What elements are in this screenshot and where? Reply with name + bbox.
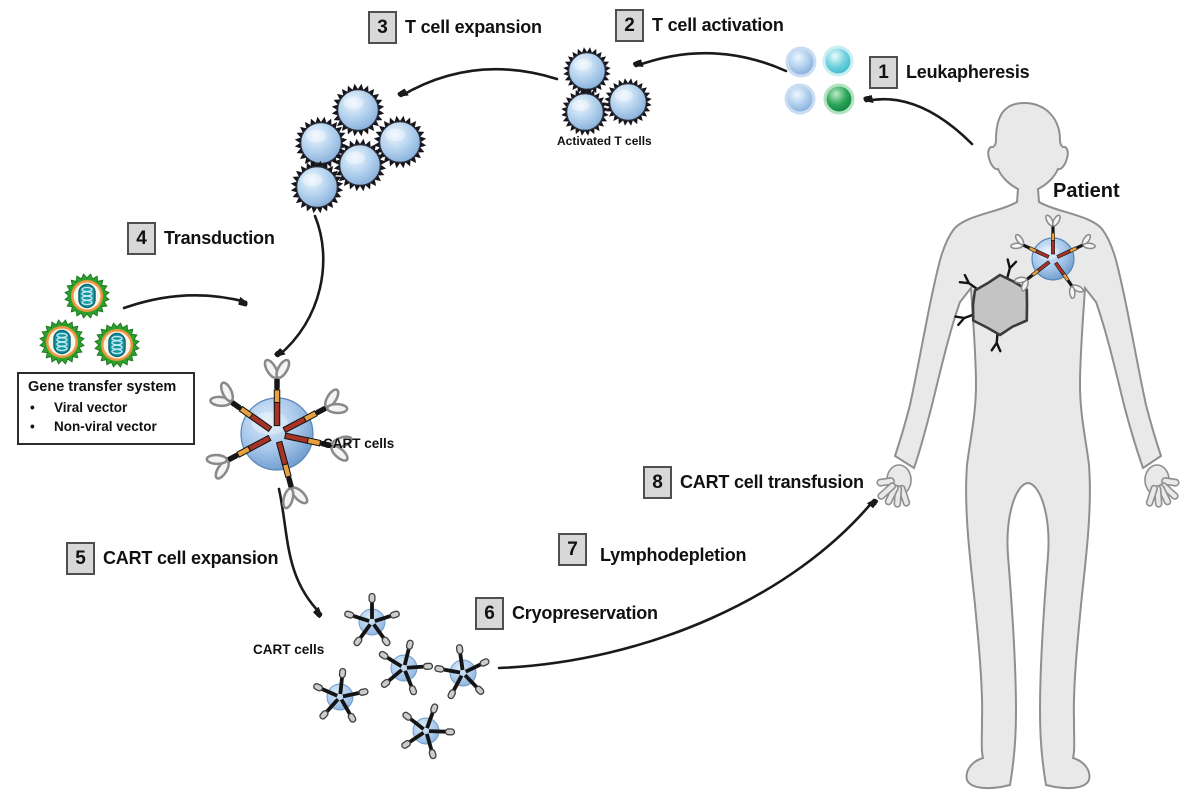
- activated-t-cell-icon: [563, 47, 611, 95]
- expanded-cart-cells-group: [313, 592, 490, 760]
- patient-silhouette-icon: [876, 101, 1180, 790]
- step-number-box: 7: [558, 533, 587, 566]
- step-label: Cryopreservation: [512, 603, 658, 623]
- gene-transfer-system-box: Gene transfer system • Viral vector • No…: [17, 372, 195, 445]
- car-receptor-icon: [1045, 214, 1061, 255]
- car-receptor-icon: [284, 432, 353, 462]
- step-number-box: 6: [475, 597, 504, 630]
- activated-t-cell-icon: [373, 115, 427, 169]
- leukapheresis-cells: [784, 45, 855, 115]
- cart-cell-small-icon: [434, 644, 490, 700]
- patient-hand: [1144, 464, 1180, 508]
- cart-cell-small-icon: [378, 639, 434, 696]
- activated-t-cell-icon: [561, 88, 609, 136]
- arrow-t-cell-activation: [636, 51, 788, 73]
- arrow-cart-expansion: [277, 487, 321, 614]
- activated-t-cells-label: Activated T cells: [557, 134, 652, 148]
- tumor-cell-icon: [954, 258, 1029, 353]
- patient-hand: [876, 464, 912, 508]
- cart-cell-small-icon: [313, 667, 369, 723]
- car-receptor-icon: [1010, 233, 1050, 259]
- bullet-icon: •: [30, 400, 35, 415]
- arrow-transduction-down: [278, 214, 325, 356]
- car-receptor-icon: [1014, 260, 1051, 292]
- step-label: T cell expansion: [405, 17, 542, 37]
- step-number-box: 4: [127, 222, 156, 255]
- activated-t-cell-icon: [604, 78, 652, 126]
- cart-cell-small-icon: [344, 592, 400, 647]
- activated-t-cell-icon: [294, 116, 348, 170]
- expanded-t-cells-group: [290, 83, 427, 214]
- gene-transfer-item-nonviral: • Non-viral vector: [30, 419, 157, 434]
- gene-transfer-title: Gene transfer system: [28, 379, 177, 395]
- step-label: CART cell transfusion: [680, 472, 864, 492]
- cart-cells-label: CART cells: [323, 436, 395, 451]
- viral-vector-icon: [94, 322, 140, 368]
- step-number-box: 8: [643, 466, 672, 499]
- step-label: Lymphodepletion: [600, 545, 747, 565]
- blood-cell-icon: [823, 83, 855, 115]
- cart-cells-expanded-label: CART cells: [253, 642, 325, 657]
- step-t-cell-activation: 2 T cell activation: [615, 9, 784, 42]
- step-label: Transduction: [164, 228, 275, 248]
- car-receptor-icon: [275, 440, 309, 510]
- viral-vector-icon: [64, 273, 110, 319]
- step-transduction: 4 Transduction: [127, 222, 275, 255]
- car-receptor-icon: [282, 388, 349, 434]
- bullet-icon: •: [30, 419, 35, 434]
- step-number-box: 2: [615, 9, 644, 42]
- arrow-gene-transfer: [122, 293, 246, 310]
- step-number-box: 5: [66, 542, 95, 575]
- blood-cell-icon: [822, 45, 854, 77]
- activated-t-cell-icon: [290, 160, 344, 214]
- gene-transfer-item-viral: • Viral vector: [30, 400, 128, 415]
- patient-label: Patient: [1053, 180, 1120, 202]
- step-label: Leukapheresis: [906, 62, 1030, 82]
- blood-cell-icon: [784, 83, 816, 115]
- car-receptor-icon: [1054, 261, 1085, 300]
- step-label: T cell activation: [652, 15, 784, 35]
- cart-cell-small-icon: [401, 703, 456, 760]
- arrow-transfusion: [497, 500, 874, 670]
- arrow-leukapheresis: [866, 99, 974, 146]
- step-number-box: 3: [368, 11, 397, 44]
- step-cart-cell-expansion: 5 CART cell expansion: [66, 542, 278, 575]
- blood-cell-icon: [785, 46, 817, 78]
- step-cart-cell-transfusion: 8 CART cell transfusion: [643, 466, 864, 499]
- activated-t-cells-group: [561, 47, 652, 136]
- step-leukapheresis: 1 Leukapheresis: [869, 56, 1030, 89]
- gene-transfer-vectors-group: [39, 273, 140, 368]
- step-label: CART cell expansion: [103, 548, 279, 568]
- step-number-box: 1: [869, 56, 898, 89]
- activated-t-cell-icon: [333, 138, 387, 192]
- step-t-cell-expansion: 3 T cell expansion: [368, 11, 542, 44]
- car-receptor-icon: [205, 434, 272, 480]
- activated-t-cell-icon: [331, 83, 385, 137]
- cart-cell-in-patient-icon: [1010, 214, 1096, 300]
- step-cryopreservation: 6 Cryopreservation: [475, 597, 658, 630]
- arrow-t-cell-expansion: [401, 67, 559, 98]
- car-receptor-icon: [209, 381, 273, 433]
- cart-cell-main-icon: [205, 358, 353, 510]
- viral-vector-icon: [39, 319, 85, 365]
- car-receptor-icon: [263, 358, 291, 427]
- car-receptor-icon: [1056, 233, 1096, 259]
- step-lymphodepletion: 7 Lymphodepletion: [558, 533, 747, 566]
